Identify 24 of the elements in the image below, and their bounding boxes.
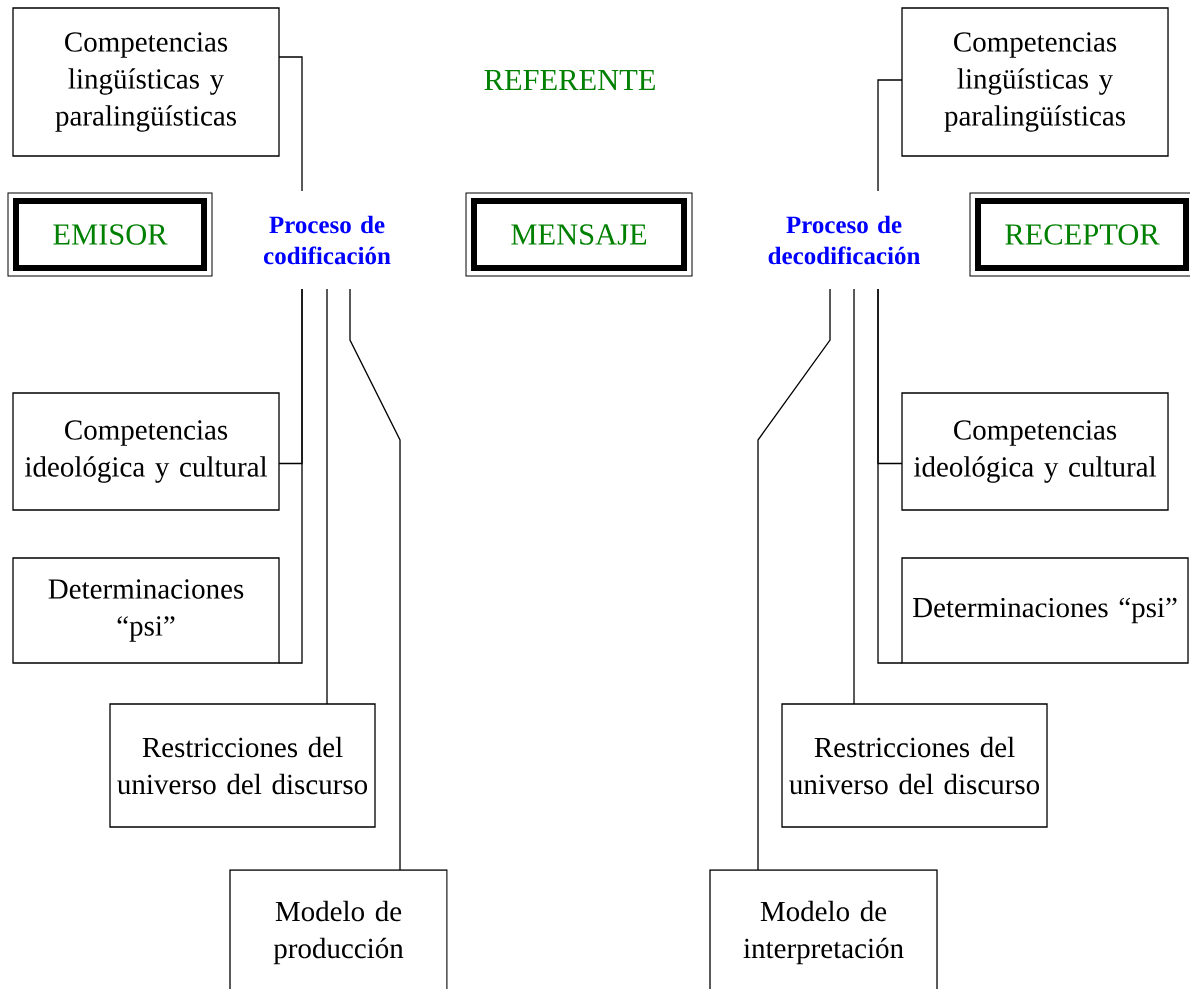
text-box: Determinaciones “psi” xyxy=(12,557,280,664)
connector-line xyxy=(278,56,303,192)
text-box: Restricciones del universo del discurso xyxy=(109,703,376,828)
text-box: Modelo de producción xyxy=(229,869,448,989)
process-label: Proceso de codificación xyxy=(263,215,391,265)
text-box: Competencias ideológica y cultural xyxy=(12,392,280,511)
double-frame-box: RECEPTOR xyxy=(969,192,1190,277)
text-box: Competencias lingüísticas y paralingüísticas xyxy=(12,7,280,157)
text-box: Modelo de interpretación xyxy=(709,869,938,989)
connector-line xyxy=(349,288,401,871)
connector-line xyxy=(278,288,303,664)
text-box: Restricciones del universo del discurso xyxy=(781,703,1048,828)
process-label: Proceso de decodificación xyxy=(768,215,920,265)
double-frame-box: MENSAJE xyxy=(465,192,693,277)
connector-line xyxy=(326,288,328,705)
connector-line xyxy=(877,79,903,192)
text-box: Competencias ideológica y cultural xyxy=(901,392,1169,511)
connector-line xyxy=(877,288,903,664)
text-box: Determinaciones “psi” xyxy=(901,557,1189,664)
connector-line xyxy=(757,288,831,871)
text-box: Competencias lingüísticas y paralingüísticas xyxy=(901,7,1169,157)
double-frame-box: EMISOR xyxy=(7,192,213,277)
heading-label: REFERENTE xyxy=(484,70,655,90)
connector-line xyxy=(853,288,855,705)
